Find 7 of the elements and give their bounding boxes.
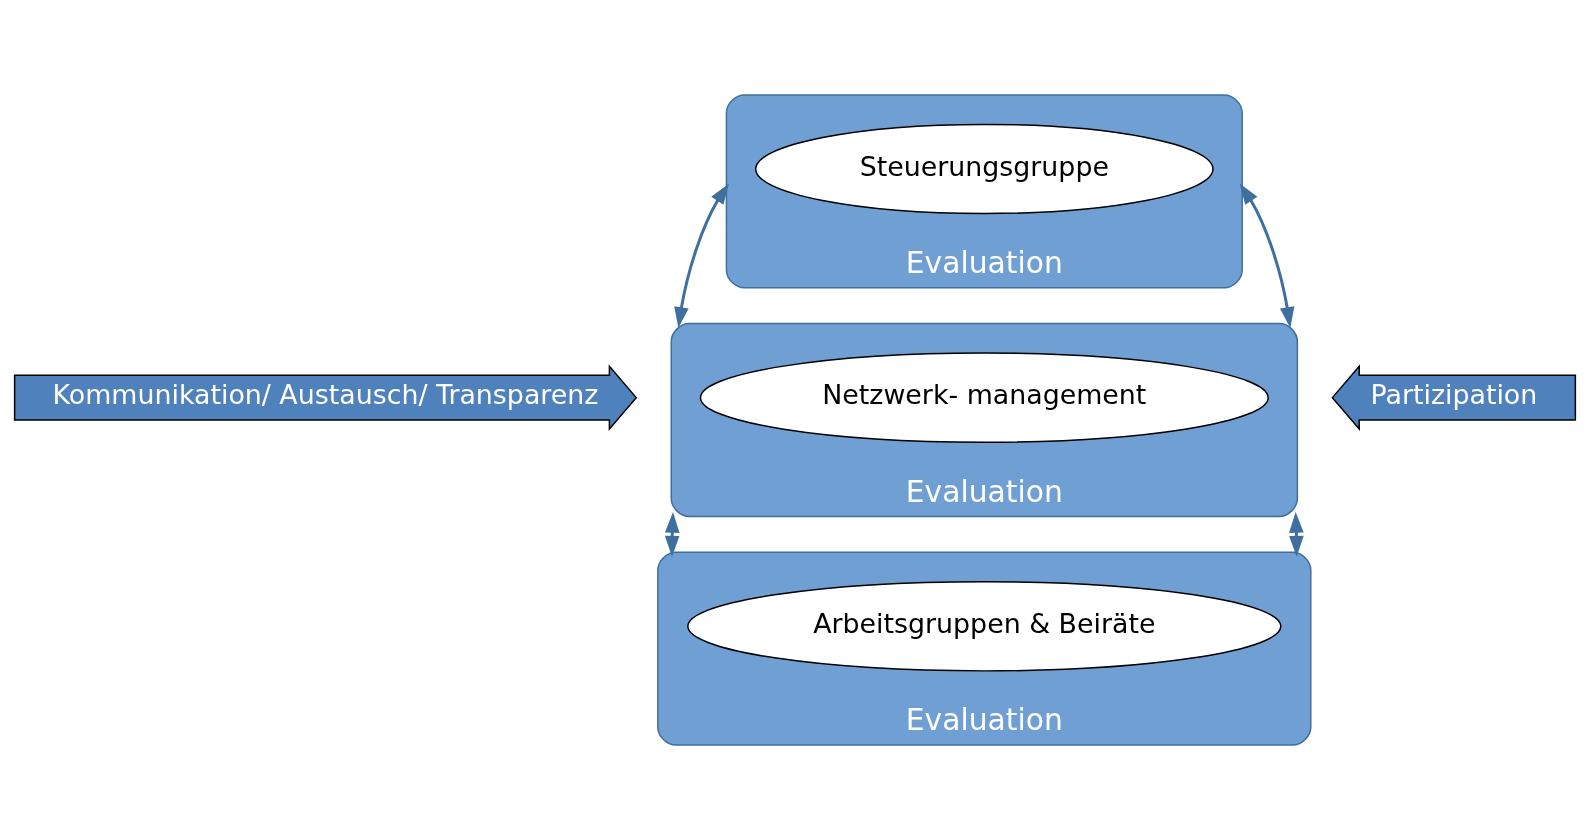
node-ellipse: Netzwerk- management [699, 351, 1269, 443]
arrow [1239, 182, 1295, 328]
arrow [1289, 511, 1304, 557]
node-ellipse: Steuerungsgruppe [754, 123, 1214, 214]
arrow [674, 182, 729, 328]
arrow [664, 511, 680, 557]
node-ellipse: Arbeitsgruppen & Beiräte [687, 580, 1282, 672]
